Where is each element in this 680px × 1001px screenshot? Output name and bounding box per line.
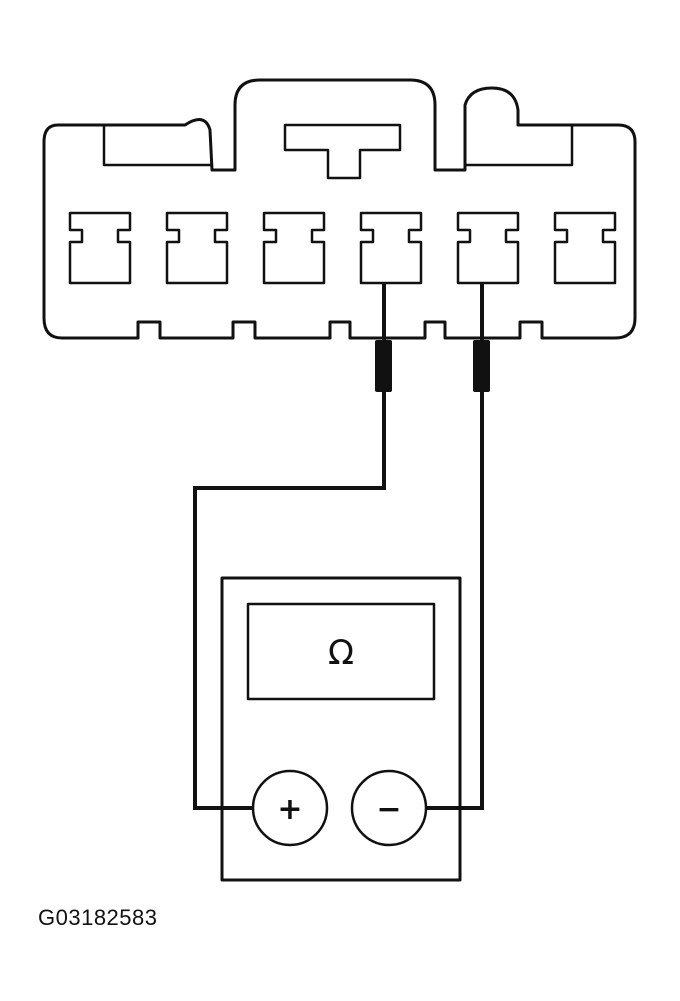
positive-lead-wire	[193, 282, 386, 810]
connector-housing	[42, 78, 637, 340]
terminal-cavity-2	[165, 211, 229, 285]
connector-key	[283, 123, 402, 180]
test-leads	[193, 282, 490, 810]
negative-lead-wire	[427, 282, 484, 810]
negative-terminal	[350, 769, 428, 847]
figure-id: G03182583	[38, 905, 158, 930]
positive-terminal-label: +	[277, 792, 302, 827]
terminal-cavity-4	[359, 211, 423, 285]
terminal-cavity-6	[553, 211, 617, 285]
positive-terminal	[251, 769, 329, 847]
connector-recess-left	[102, 125, 212, 167]
connector-recess-right	[465, 125, 574, 167]
negative-terminal-label: −	[376, 792, 401, 827]
terminal-cavities	[68, 211, 617, 285]
positive-probe-tip	[375, 340, 392, 392]
terminal-cavity-5	[456, 211, 520, 285]
ohmmeter-display	[246, 602, 436, 701]
ohmmeter-body	[220, 576, 462, 882]
ohmmeter-display-symbol: Ω	[328, 633, 354, 673]
terminal-cavity-1	[68, 211, 132, 285]
connector	[42, 78, 637, 340]
negative-probe-tip	[473, 340, 490, 392]
terminal-cavity-3	[262, 211, 326, 285]
ohmmeter: Ω + −	[220, 576, 462, 882]
